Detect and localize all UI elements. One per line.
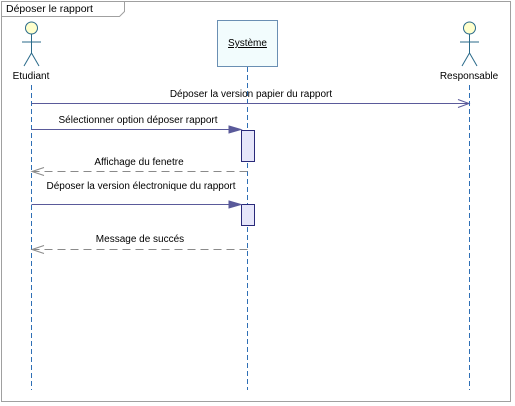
actor-label-responsable: Responsable	[439, 71, 499, 82]
message-label: Déposer la version électronique du rappo…	[46, 181, 236, 192]
return-arrow	[30, 167, 248, 176]
return-arrow	[30, 245, 248, 254]
frame-title: Déposer le rapport	[6, 3, 93, 15]
system-lifeline-head: Système	[217, 20, 278, 67]
actor-label-etudiant: Etudiant	[12, 71, 50, 82]
activation-bar	[241, 130, 255, 162]
message-label: Déposer la version papier du rapport	[169, 89, 333, 100]
message-arrow	[31, 99, 471, 108]
message-arrow	[31, 200, 243, 209]
actor-responsable-icon	[460, 21, 479, 67]
message-arrow	[31, 125, 243, 134]
system-label: Système	[228, 38, 267, 49]
message-label: Message de succés	[95, 234, 185, 245]
activation-bar	[241, 204, 255, 226]
message-label: Affichage du fenetre	[94, 157, 184, 168]
diagram-frame	[1, 1, 511, 402]
frame-tab	[1, 1, 125, 17]
actor-etudiant-icon	[22, 21, 41, 67]
message-label: Sélectionner option déposer rapport	[58, 115, 218, 126]
